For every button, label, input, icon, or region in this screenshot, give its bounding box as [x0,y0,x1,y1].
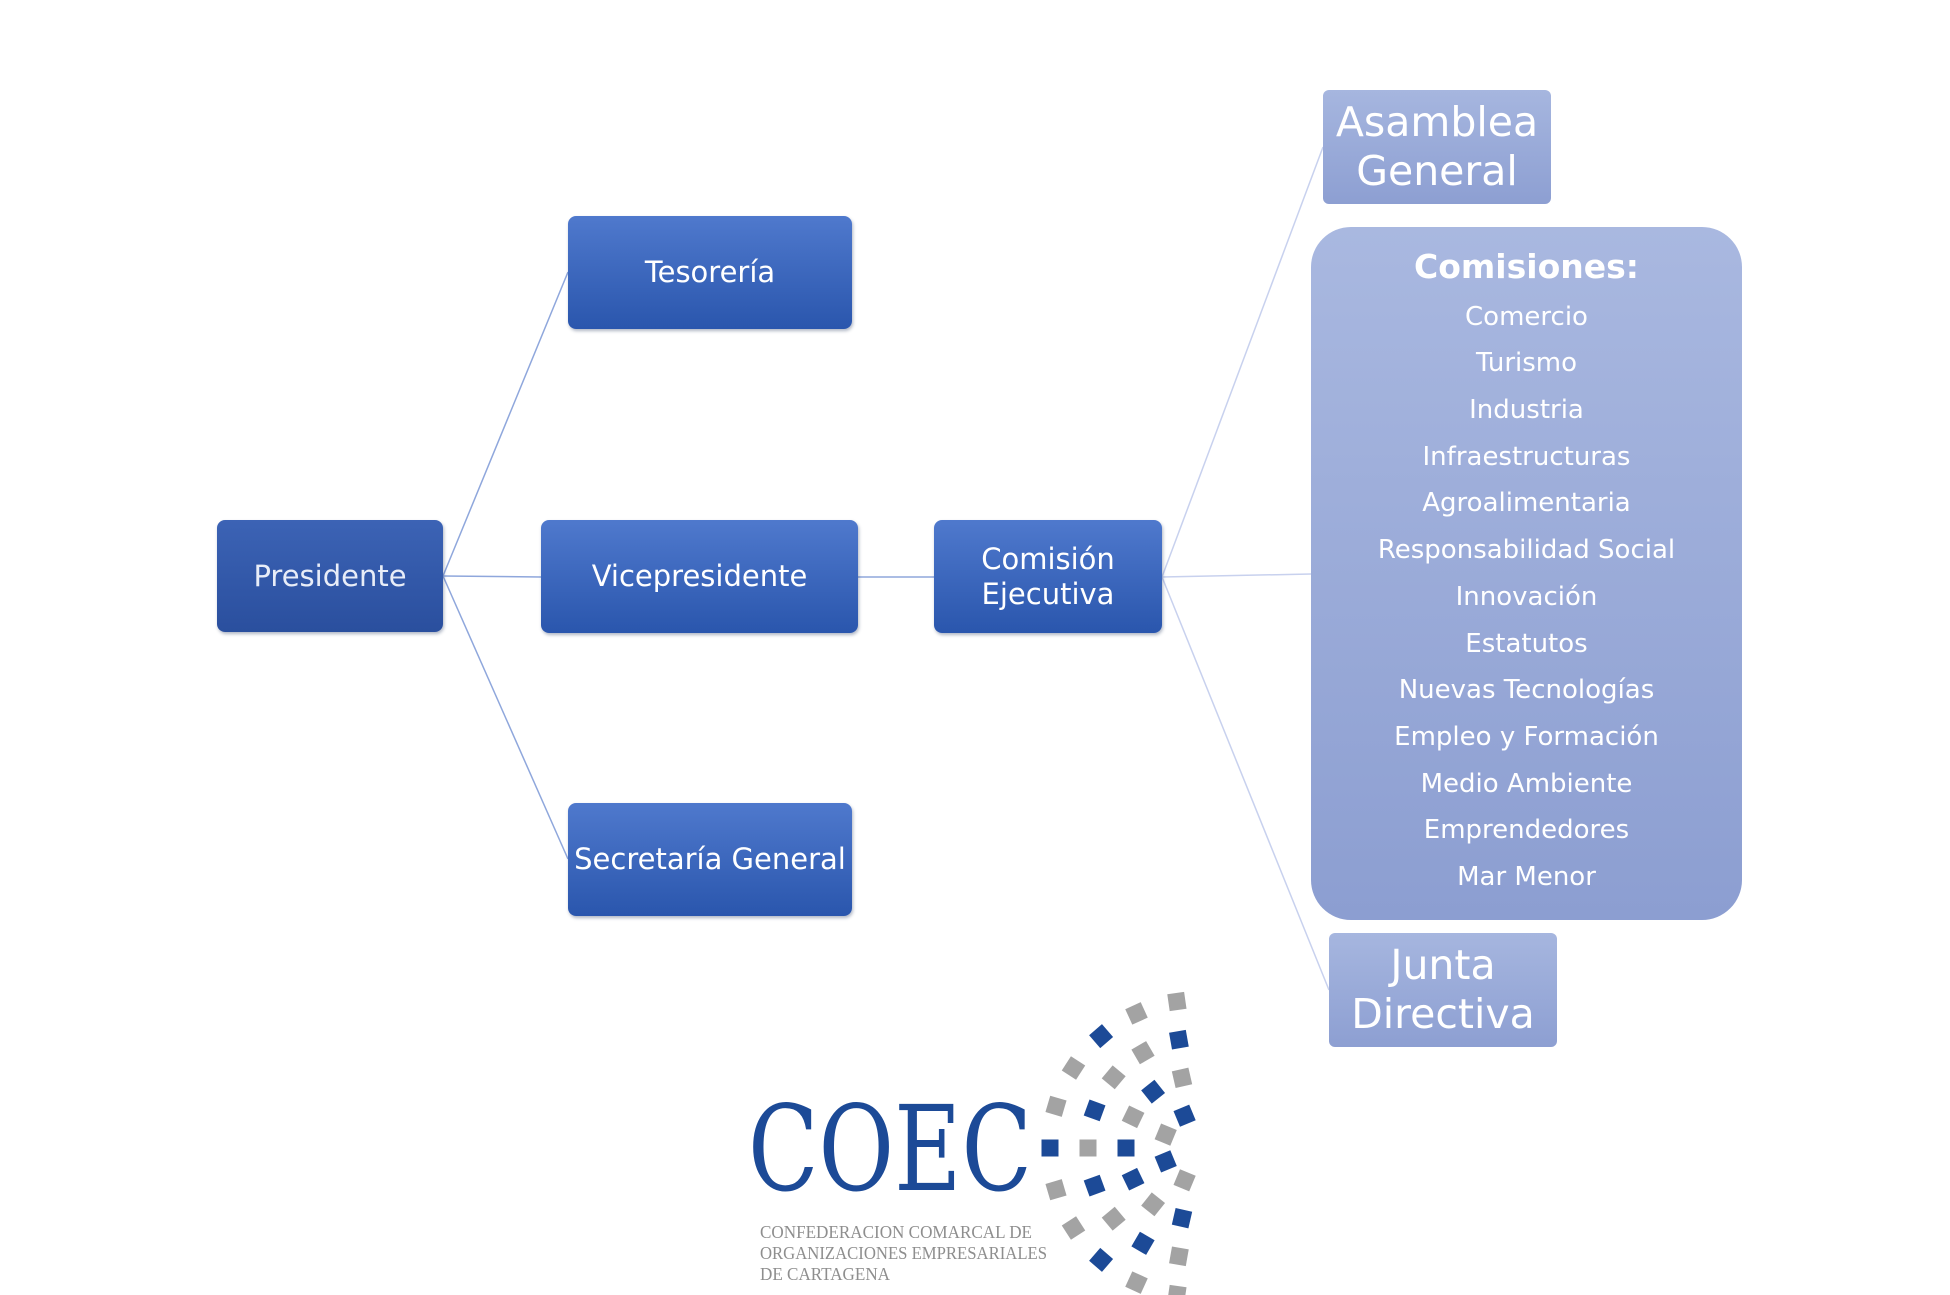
comision-item: Agroalimentaria [1422,488,1631,519]
comision-item: Industria [1469,395,1584,425]
node-junta-directiva-label-line1: Junta [1390,940,1496,989]
comision-item: Innovación [1455,581,1598,612]
connector-comision-junta [1161,576,1330,991]
node-presidente: Presidente [217,520,443,632]
comision-item: Responsabilidad Social [1377,535,1676,566]
comision-item: Medio Ambiente [1420,768,1633,799]
comision-item: Nuevas Tecnologías [1398,675,1655,706]
comision-item: Comercio [1465,301,1588,332]
node-vicepresidente: Vicepresidente [541,520,858,633]
comisiones-list: Comercio Turismo Industria Infraestructu… [1311,294,1742,901]
comision-item: Estatutos [1465,628,1588,659]
node-junta-directiva: Junta Directiva [1329,933,1557,1047]
comision-item: Empleo y Formación [1394,721,1659,752]
comisiones-title: Comisiones: [1414,247,1639,286]
node-comision-ejecutiva: Comisión Ejecutiva [934,520,1162,633]
comision-item: Emprendedores [1423,815,1630,846]
node-presidente-label: Presidente [253,558,407,593]
node-comision-ejecutiva-label-line2: Ejecutiva [981,576,1115,611]
connector-presidente-secretaria [442,575,569,860]
comision-item: Turismo [1475,348,1578,379]
node-comision-ejecutiva-label-line1: Comisión [981,541,1115,576]
connector-comision-comisiones [1161,573,1312,578]
node-asamblea-general: Asamblea General [1323,90,1551,204]
node-tesoreria: Tesorería [568,216,852,329]
connector-comision-asamblea [1161,146,1324,578]
node-asamblea-general-label-line1: Asamblea [1335,97,1539,146]
connector-presidente-vicepresidente [442,575,542,578]
node-vicepresidente-label: Vicepresidente [591,559,808,594]
comision-item: Mar Menor [1457,862,1596,893]
node-tesoreria-label: Tesorería [644,255,776,290]
node-junta-directiva-label-line2: Directiva [1351,990,1535,1038]
node-secretaria-general: Secretaría General [568,803,852,916]
connector-presidente-tesoreria [442,271,569,577]
node-comisiones: Comisiones: Comercio Turismo Industria I… [1311,227,1742,920]
node-asamblea-general-label-line2: General [1356,147,1518,195]
node-secretaria-general-label: Secretaría General [574,842,846,877]
comision-item: Infraestructuras [1422,441,1631,472]
